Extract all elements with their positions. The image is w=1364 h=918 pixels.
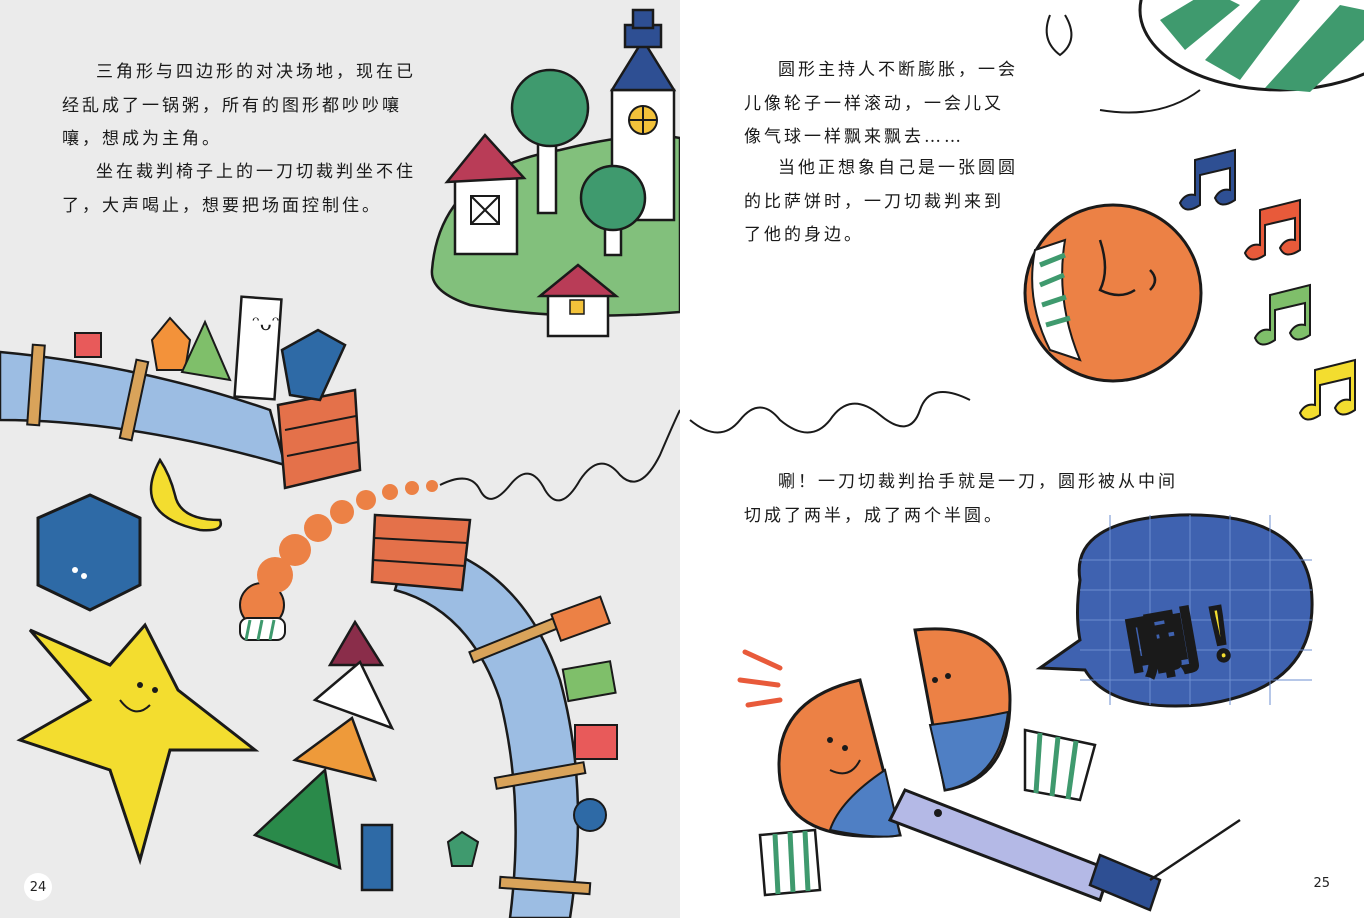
right-paragraph-3: 唰！一刀切裁判抬手就是一刀，圆形被从中间切成了两半，成了两个半圆。 [744, 472, 1178, 526]
right-page-illustration [689, 0, 1364, 912]
left-paragraph-1: 三角形与四边形的对决场地，现在已经乱成了一锅粥，所有的图形都吵吵嚷嚷，想成为主角… [62, 62, 416, 149]
circle-host [689, 203, 1203, 434]
tree-left [510, 68, 590, 215]
circle-trail [239, 409, 680, 641]
music-notes [1178, 148, 1356, 421]
shape-crowd-top: ᵔᴗᵔ [74, 295, 347, 402]
svg-text:ᵔᴗᵔ: ᵔᴗᵔ [252, 311, 279, 335]
page-number-right: 25 [1313, 876, 1330, 891]
semicircle-left [777, 678, 902, 838]
blue-hexagon [36, 493, 142, 612]
striped-cup-left [758, 828, 822, 897]
house-bottom [536, 263, 620, 338]
right-page: 圆形主持人不断膨胀，一会儿像轮子一样滚动，一会儿又像气球一样飘来飘去…… 当他正… [680, 0, 1364, 918]
tree-right [579, 164, 647, 257]
left-page: ᵔᴗᵔ [0, 0, 680, 918]
yellow-star [16, 622, 260, 866]
crescent-moon [149, 457, 223, 532]
triangle-stack [252, 619, 395, 870]
blue-path-curve [393, 538, 580, 918]
stairs-middle [370, 513, 472, 592]
left-paragraph-2: 坐在裁判椅子上的一刀切裁判坐不住了，大声喝止，想要把场面控制住。 [62, 162, 416, 216]
striped-cup-right [1023, 728, 1097, 802]
page-number-left: 24 [24, 873, 52, 901]
shape-crowd-right [360, 595, 618, 892]
house-small-left [444, 133, 527, 256]
left-page-illustration: ᵔᴗᵔ [0, 8, 680, 918]
striped-balloon [1045, 0, 1364, 114]
right-paragraph-1: 圆形主持人不断膨胀，一会儿像轮子一样滚动，一会儿又像气球一样飘来飘去…… [744, 60, 1018, 147]
stairs-top [276, 388, 362, 490]
knife-judge [887, 788, 1241, 912]
speech-bubble [1035, 513, 1314, 708]
right-paragraph-2: 当他正想象自己是一张圆圆的比萨饼时，一刀切裁判来到了他的身边。 [744, 158, 1018, 245]
action-marks [737, 649, 783, 708]
semicircle-right [913, 627, 1012, 792]
